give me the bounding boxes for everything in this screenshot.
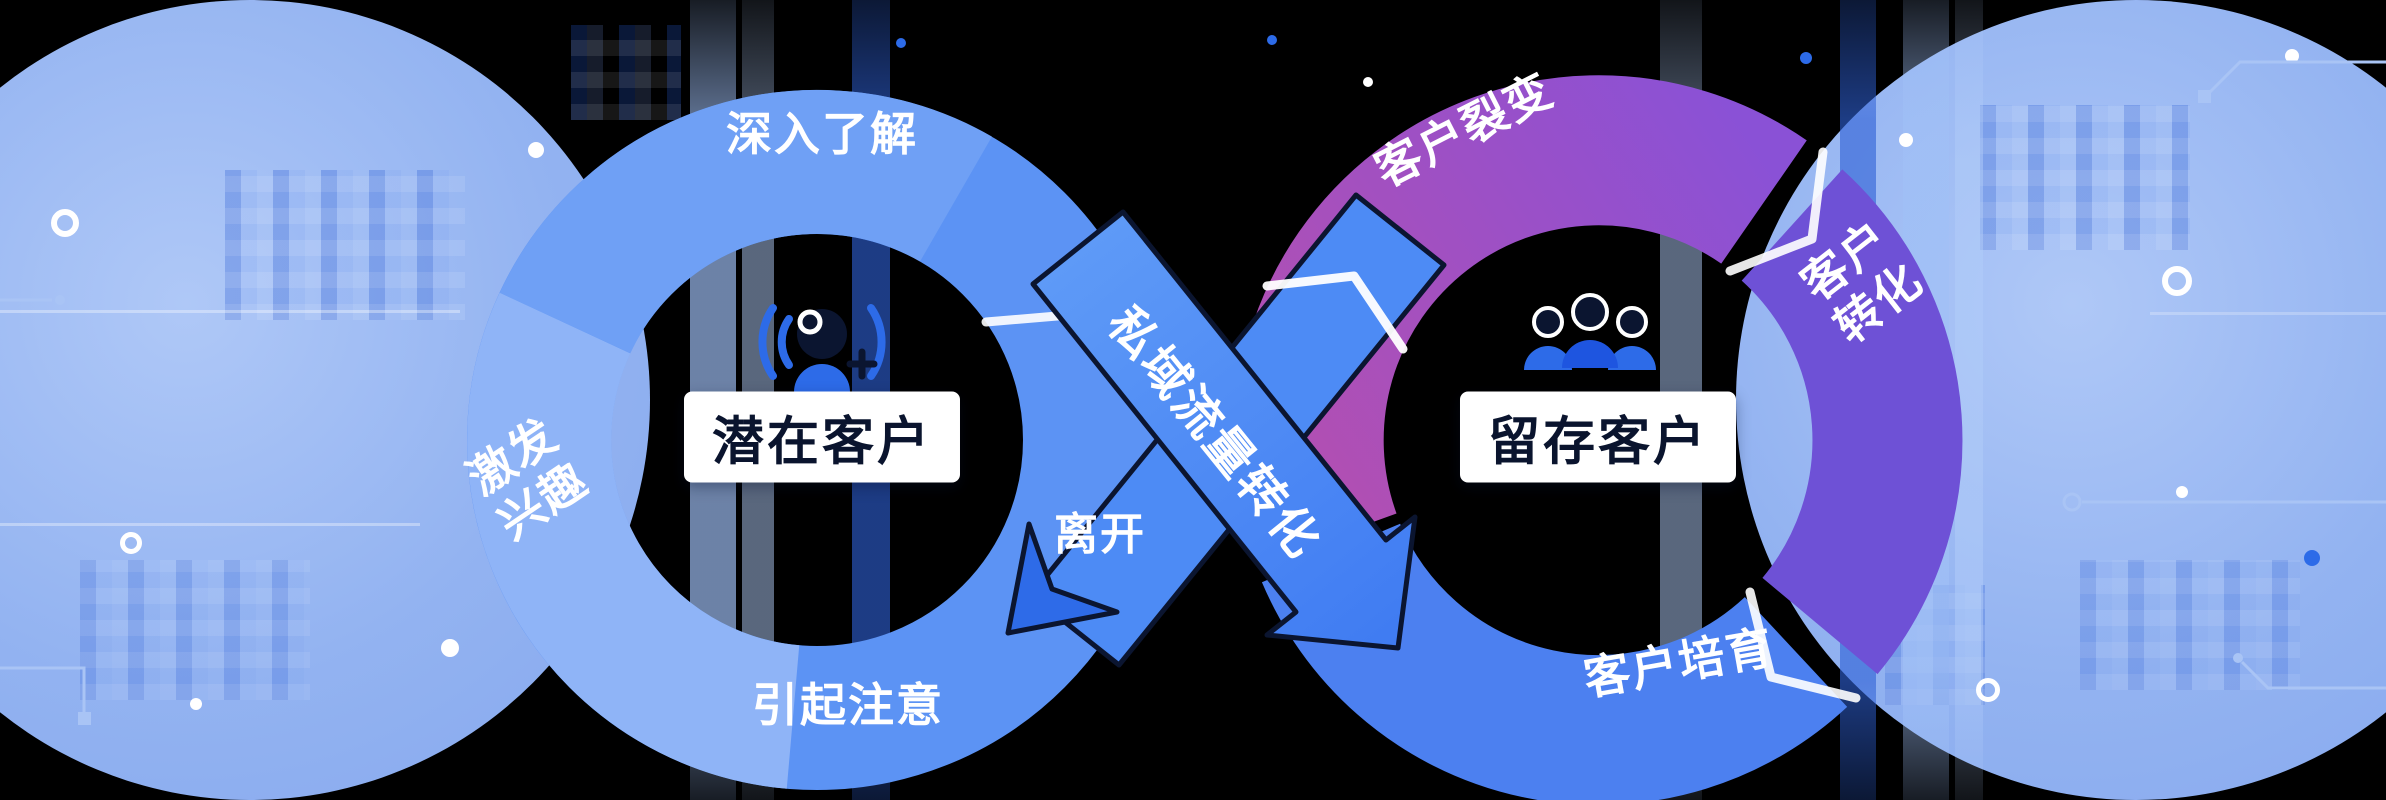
decor-dot (528, 142, 544, 158)
left-loop-title-pill: 潜在客户 (683, 391, 961, 483)
conversion-arrow-band (1030, 209, 1418, 651)
left-loop-ring (467, 89, 1167, 790)
mosaic-block (225, 170, 465, 320)
decor-line (0, 523, 420, 526)
segment-boundary-arrow (1745, 587, 1861, 703)
user-group-icon (1524, 293, 1656, 370)
exit-arrow (1005, 521, 1120, 636)
decor-ring-dot (2162, 266, 2192, 296)
segment-boundary-arrow (1725, 147, 1828, 276)
decor-line (2150, 312, 2386, 315)
mosaic-block (80, 560, 310, 700)
prospect-scan-icon (758, 304, 886, 392)
decor-ring-dot (1976, 678, 2000, 702)
stage-label-attract-attention: 引起注意 (752, 677, 944, 732)
stage-label-deep-understanding: 深入了解 (726, 106, 918, 161)
decor-dot (1800, 52, 1812, 64)
decor-line (0, 310, 460, 313)
decor-dot (896, 38, 906, 48)
decor-dot (190, 698, 202, 710)
mosaic-block (1980, 105, 2190, 250)
mosaic-block (2080, 560, 2300, 690)
decor-ring-dot (51, 209, 79, 237)
decor-dot (441, 639, 459, 657)
loop-entry-arrow (1262, 271, 1408, 354)
decor-ring-dot (120, 532, 142, 554)
decor-dot (2285, 49, 2299, 63)
decor-dot (2304, 550, 2320, 566)
segment-customer-conversion (1740, 169, 1963, 675)
decor-dot (1267, 35, 1277, 45)
decor-dot (2176, 486, 2188, 498)
exit-label-leave: 离开 (1054, 509, 1146, 560)
decor-dot (1363, 77, 1373, 87)
right-loop-title-pill: 留存客户 (1459, 391, 1737, 483)
decor-dot (1899, 133, 1913, 147)
circuit-lines (0, 60, 2386, 725)
mosaic-block (571, 25, 681, 120)
